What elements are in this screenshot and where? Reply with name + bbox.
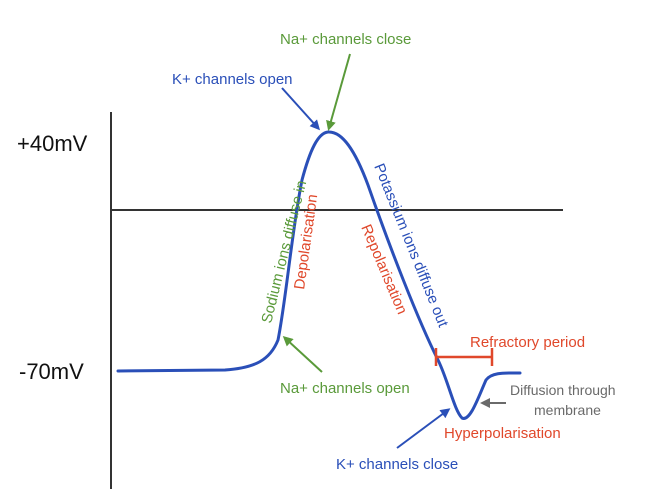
na-close-arrow	[326, 53, 351, 131]
plus-40mv-label: +40mV	[17, 131, 88, 156]
action-potential-curve	[116, 130, 522, 420]
na-channels-close-label: Na+ channels close	[280, 31, 411, 48]
membrane-label: membrane	[534, 402, 601, 418]
k-channels-close-label: K+ channels close	[336, 456, 458, 473]
k-open-arrow	[281, 87, 321, 131]
refractory-period-label: Refractory period	[470, 334, 585, 351]
minus-70mv-label: -70mV	[19, 359, 84, 384]
k-channels-open-label: K+ channels open	[172, 71, 293, 88]
refractory-period-marker	[434, 348, 494, 366]
hyperpolarisation-label: Hyperpolarisation	[444, 425, 561, 442]
k-close-arrow	[396, 408, 451, 449]
na-channels-open-label: Na+ channels open	[280, 380, 410, 397]
na-open-arrow	[282, 335, 323, 373]
diffusion-through-label: Diffusion through	[510, 382, 616, 398]
